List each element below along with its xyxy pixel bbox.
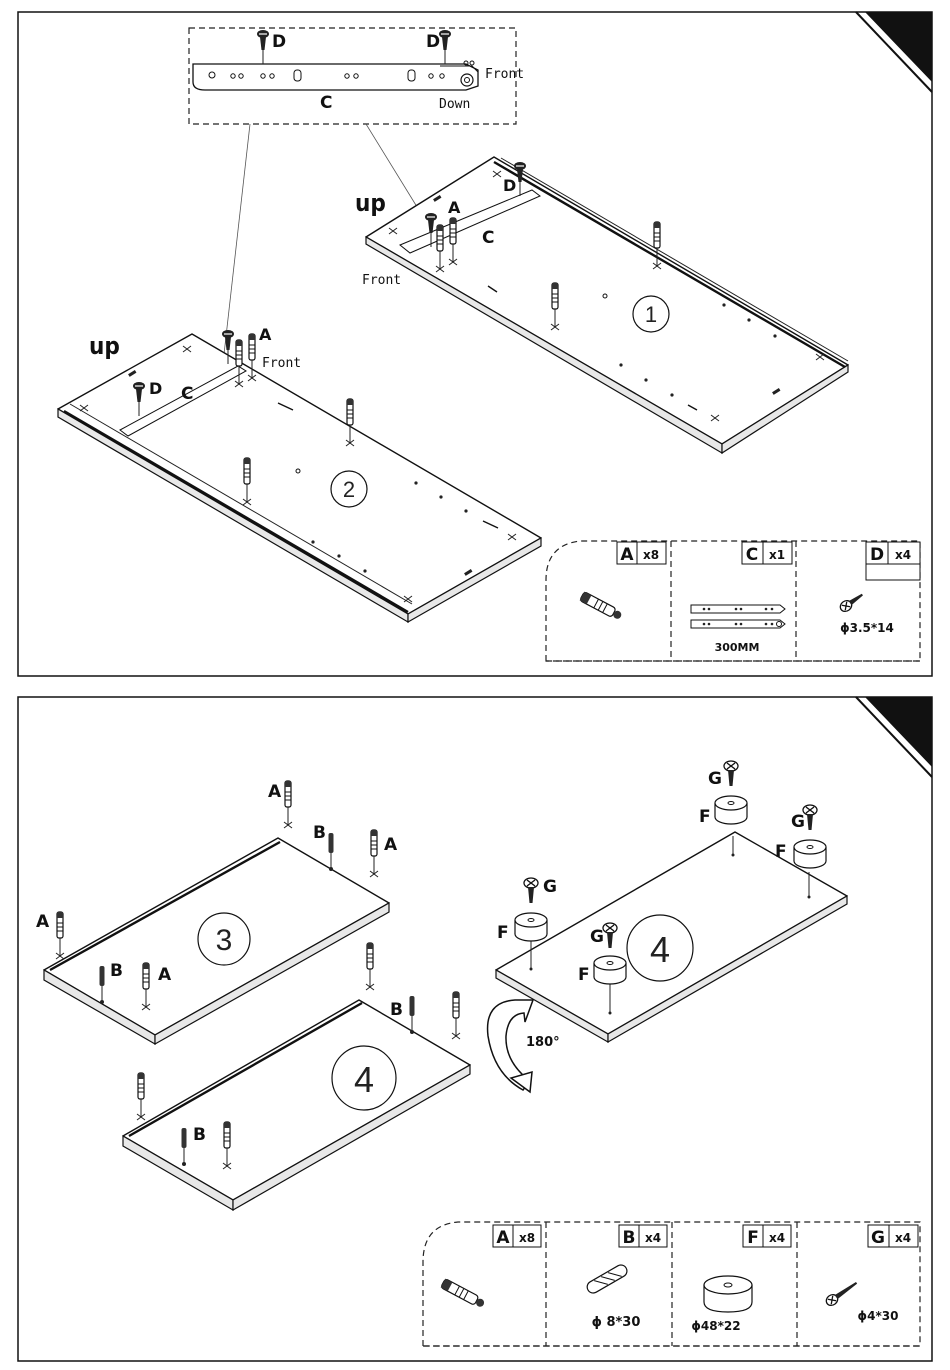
part-d-qty: x4 [895,548,911,562]
board-4-right: 4 G G G G F F F F [496,761,847,1042]
part-f-letter: F [747,1228,759,1248]
parts-legend-1: A x8 C x1 300MM D [546,541,920,661]
part-d-letter: D [870,545,884,565]
screw-icon [838,590,865,613]
board-2-label-d: D [149,379,162,398]
part-g-qty: x4 [895,1231,911,1245]
label-a: A [268,782,282,802]
label-a: A [36,912,50,932]
board-1-label-d: D [503,176,516,195]
drawer-slide-icon [691,605,785,628]
rotate-label: 180° [526,1035,560,1050]
part-b-qty: x4 [645,1231,661,1245]
board-2-label-a: A [259,325,272,344]
detail-label-c: C [320,93,332,113]
label-f: F [578,965,590,985]
cam-dowel-icon [580,592,624,621]
board-1-front-label: Front [362,273,401,288]
board-2-up-label: up [89,332,120,360]
slide-rail-icon [193,64,478,90]
label-f: F [497,923,509,943]
part-f-spec: ϕ48*22 [691,1319,740,1333]
detail-label-d-right: D [426,32,440,52]
label-g: G [590,927,604,947]
detail-down-label: Down [439,97,470,112]
label-f: F [775,842,787,862]
board-2-label-c: C [181,384,193,404]
screw-icon [824,1279,859,1308]
part-b-letter: B [623,1228,636,1248]
wood-dowel-icon [585,1263,629,1295]
board-1-up-label: up [355,189,386,217]
label-b: B [110,961,123,981]
part-a-qty: x8 [519,1231,535,1245]
panel2-corner-mark [865,697,932,767]
label-g: G [791,812,805,832]
detail-label-d-left: D [272,32,286,52]
detail-front-label: Front [485,67,524,82]
part-f-qty: x4 [769,1231,785,1245]
part-c-letter: C [746,545,758,565]
label-b: B [193,1125,206,1145]
board-4-right-number: 4 [650,929,670,970]
part-a-qty: x8 [643,548,659,562]
label-a: A [158,965,172,985]
board-4-left-number: 4 [354,1059,374,1100]
part-b-spec: ϕ 8*30 [592,1315,641,1330]
board-3: 3 A A A A B B [36,781,398,1044]
part-g-letter: G [871,1228,885,1248]
cam-dowel-icon [441,1279,486,1309]
board-2-number: 2 [343,477,355,502]
board-1-label-a: A [448,198,461,217]
part-a-letter: A [496,1228,510,1248]
label-g: G [543,877,557,897]
part-c-spec: 300MM [715,641,760,654]
part-d-spec: ϕ3.5*14 [840,621,894,635]
board-1: 1 up Front A C D [355,157,848,453]
part-a-letter: A [620,545,634,565]
board-2-front-label: Front [262,356,301,371]
slide-detail-box: D D C Front Down [189,28,524,124]
parts-legend-2: A x8 B x4 ϕ 8*30 F x4 [423,1222,920,1346]
board-3-number: 3 [216,924,233,957]
furniture-foot-icon [704,1276,752,1312]
label-a: A [384,835,398,855]
panel1-corner-mark [865,12,932,82]
label-b: B [313,823,326,843]
board-1-number: 1 [645,302,657,327]
board-2: 2 up Front A C D [58,325,541,622]
label-f: F [699,807,711,827]
label-b: B [390,1000,403,1020]
part-g-spec: ϕ4*30 [858,1309,899,1323]
board-1-label-c: C [482,228,494,248]
label-g: G [708,769,722,789]
part-c-qty: x1 [769,548,785,562]
